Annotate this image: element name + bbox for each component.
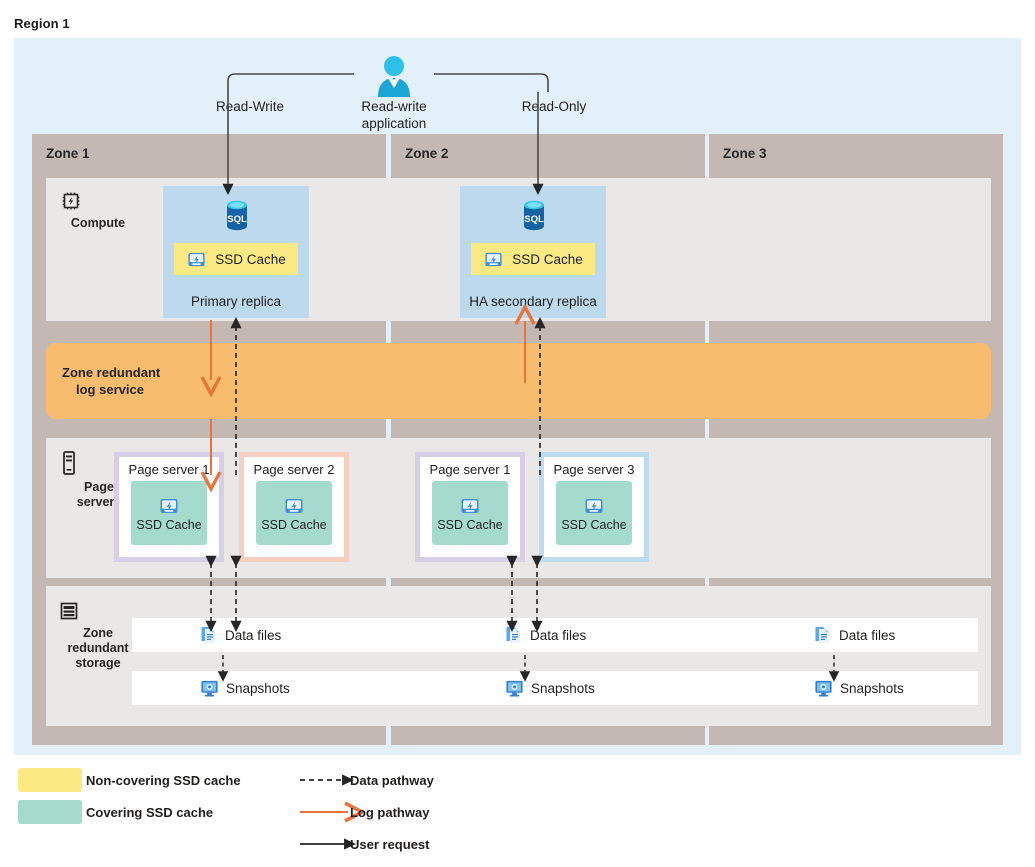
sql-database-icon: SQL (519, 198, 549, 234)
snapshot-icon (200, 679, 219, 698)
ha-secondary-replica-box[interactable]: SQL SSD Cache HA secondary replica (460, 186, 606, 318)
ha-secondary-replica-label: HA secondary replica (469, 294, 597, 309)
compute-row-label: Compute (60, 190, 136, 231)
region-container: Read-write application Read-Write Read-O… (14, 38, 1021, 755)
page-server-z1-1-title: Page server 1 (128, 462, 210, 477)
data-files-zone3[interactable]: Data files (814, 618, 895, 652)
legend-swatch-non-covering (18, 768, 82, 792)
ssd-disk-icon (186, 249, 207, 270)
storage-row-label-line3: storage (75, 656, 121, 670)
zone-redundant-storage-panel (46, 586, 991, 726)
storage-row-label-line1: Zone (83, 626, 113, 640)
primary-replica-label: Primary replica (190, 294, 282, 309)
application-caption-line1: Read-write (361, 99, 427, 114)
page-server-z2-1[interactable]: Page server 1 SSD Cache (415, 452, 525, 562)
page-server-z2-3-cache-label: SSD Cache (561, 517, 627, 532)
zone-1-header: Zone 1 (32, 134, 386, 172)
data-file-icon (200, 625, 218, 645)
page-server-z2-3[interactable]: Page server 3 SSD Cache (539, 452, 649, 562)
read-only-path-label: Read-Only (521, 99, 587, 114)
page-servers-row-label-line1: Page (84, 480, 114, 494)
legend-label-non-covering: Non-covering SSD cache (86, 773, 241, 788)
compute-row-label-text: Compute (70, 216, 126, 230)
region-title: Region 1 (14, 16, 70, 31)
primary-replica-ssd-cache-label: SSD Cache (215, 251, 286, 267)
data-files-zone2[interactable]: Data files (505, 618, 586, 652)
legend-label-user-request: User request (350, 837, 430, 852)
page-server-z1-2-cache-label: SSD Cache (261, 517, 327, 532)
page-servers-row-label: Page servers (60, 450, 138, 510)
storage-row-label: Zone redundant storage (58, 600, 138, 671)
ssd-disk-icon (459, 495, 481, 517)
snapshots-zone1-label: Snapshots (226, 680, 290, 696)
sql-database-icon: SQL (222, 198, 252, 234)
page-server-z1-1[interactable]: Page server 1 SSD Cache (114, 452, 224, 562)
zone-redundant-log-service: Zone redundant log service (46, 343, 991, 419)
page-server-z1-1-cache: SSD Cache (131, 481, 207, 545)
log-service-line2: log service (76, 382, 144, 397)
snapshots-zone1[interactable]: Snapshots (200, 671, 290, 705)
page-server-z1-2-cache: SSD Cache (256, 481, 332, 545)
data-files-zone3-label: Data files (839, 627, 896, 643)
ha-secondary-replica-ssd-cache-label: SSD Cache (512, 251, 583, 267)
application-caption: Read-write application (325, 98, 463, 132)
data-files-zone2-label: Data files (530, 627, 587, 643)
legend-label-covering: Covering SSD cache (86, 805, 214, 820)
snapshots-row: Snapshots Snapshots (132, 671, 978, 705)
storage-stack-icon (58, 600, 138, 622)
application-caption-line2: application (361, 116, 427, 131)
page-server-z1-2-title: Page server 2 (253, 462, 335, 477)
data-file-icon (505, 625, 523, 645)
page-server-z2-1-cache: SSD Cache (432, 481, 508, 545)
svg-text:SQL: SQL (227, 214, 247, 225)
user-request-connectors (227, 73, 549, 92)
server-rack-icon (60, 450, 138, 476)
page-server-z1-1-cache-label: SSD Cache (136, 517, 202, 532)
snapshots-zone2-label: Snapshots (531, 680, 595, 696)
storage-row-label-line2: redundant (67, 641, 129, 655)
application-layer: Read-write application Read-Write Read-O… (14, 38, 1021, 138)
legend-label-log-pathway: Log pathway (350, 805, 430, 820)
read-write-path-label: Read-Write (215, 99, 285, 114)
zone-3-header: Zone 3 (709, 134, 1003, 172)
snapshots-zone2[interactable]: Snapshots (505, 671, 595, 705)
snapshots-zone3[interactable]: Snapshots (814, 671, 904, 705)
page-server-z2-3-title: Page server 3 (553, 462, 635, 477)
legend: Non-covering SSD cache Covering SSD cach… (14, 766, 1014, 861)
page-server-z2-3-cache: SSD Cache (556, 481, 632, 545)
ha-secondary-replica-ssd-cache: SSD Cache (471, 243, 595, 275)
data-file-icon (814, 625, 832, 645)
cpu-chip-icon (60, 190, 136, 212)
data-files-zone1[interactable]: Data files (200, 618, 281, 652)
svg-text:SQL: SQL (524, 214, 544, 225)
snapshot-icon (505, 679, 524, 698)
data-files-zone1-label: Data files (225, 627, 282, 643)
page-server-z2-1-title: Page server 1 (429, 462, 511, 477)
data-files-row: Data files Data files (132, 618, 978, 652)
primary-replica-box[interactable]: SQL SSD Cache Primary replica (163, 186, 309, 318)
zone-2-header: Zone 2 (391, 134, 705, 172)
user-icon (366, 55, 422, 99)
ssd-disk-icon (483, 249, 504, 270)
page-servers-row-label-line2: servers (76, 495, 122, 509)
ssd-disk-icon (158, 495, 180, 517)
snapshots-zone3-label: Snapshots (840, 680, 904, 696)
page-server-z1-2[interactable]: Page server 2 SSD Cache (239, 452, 349, 562)
legend-swatch-covering (18, 800, 82, 824)
primary-replica-ssd-cache: SSD Cache (174, 243, 298, 275)
snapshot-icon (814, 679, 833, 698)
ssd-disk-icon (583, 495, 605, 517)
page-server-z2-1-cache-label: SSD Cache (437, 517, 503, 532)
log-service-line1: Zone redundant (62, 365, 161, 380)
legend-label-data-pathway: Data pathway (350, 773, 434, 788)
ssd-disk-icon (283, 495, 305, 517)
